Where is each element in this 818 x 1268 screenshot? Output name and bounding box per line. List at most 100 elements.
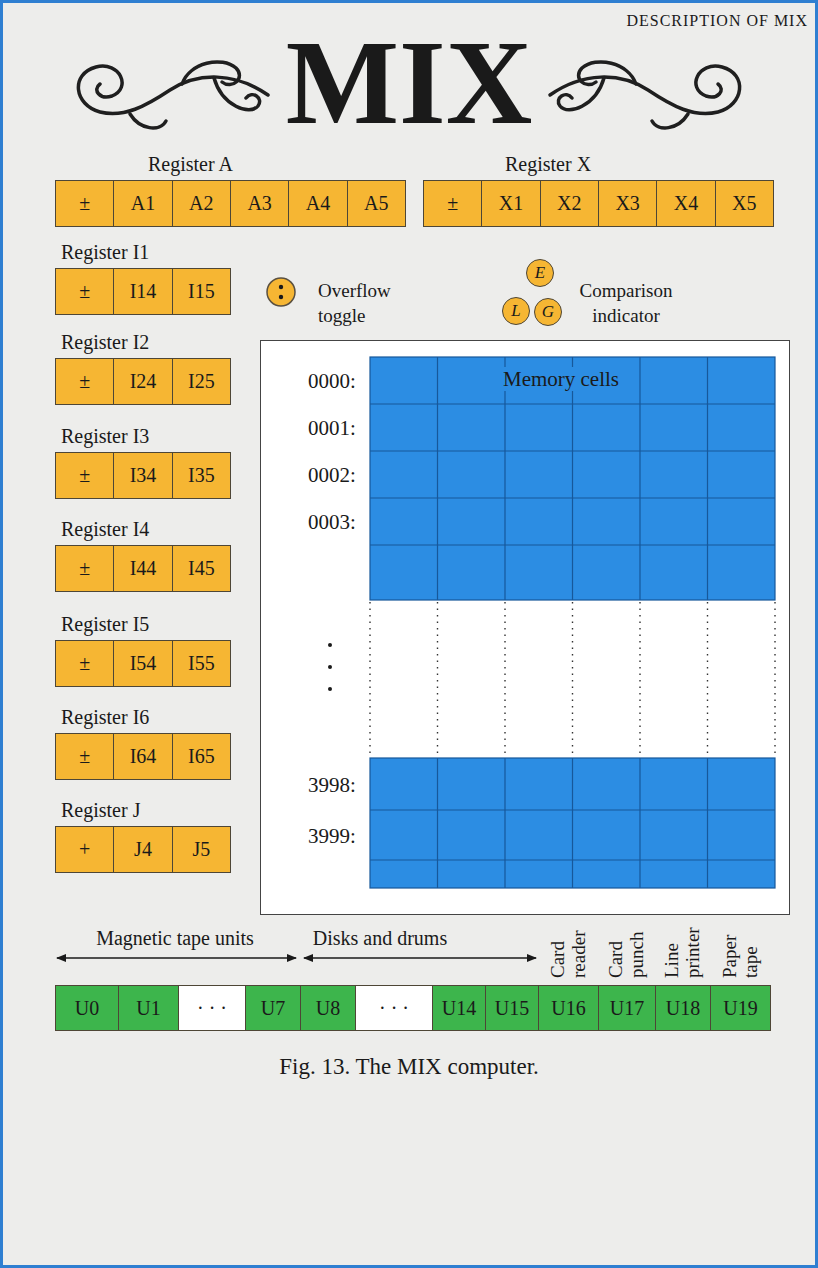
unit-range-arrow: [57, 957, 536, 958]
title-ornament: [78, 62, 268, 128]
register-byte: A3: [230, 180, 289, 227]
register-byte: I25: [172, 358, 231, 405]
register-byte: I15: [172, 268, 231, 315]
register-byte: ±: [55, 180, 114, 227]
register-byte: I54: [113, 640, 172, 687]
io-unit: · · ·: [355, 985, 433, 1031]
register-byte: I55: [172, 640, 231, 687]
register: Register I1±I14I15: [55, 240, 231, 315]
byte-label: X4: [674, 192, 698, 215]
register-byte: A2: [172, 180, 231, 227]
text-slot: 0003:: [308, 509, 372, 535]
register-byte: X4: [656, 180, 715, 227]
label-slot: Card punch: [606, 908, 646, 978]
register-name: Register A: [148, 152, 406, 176]
unit-label: U0: [75, 997, 99, 1020]
comparison-light: L: [502, 297, 530, 325]
byte-label: X5: [732, 192, 756, 215]
memory-address: 0002:: [308, 463, 356, 487]
unit-label: U14: [442, 997, 476, 1020]
byte-label: I45: [188, 557, 215, 580]
io-unit: U1: [118, 985, 179, 1031]
byte-label: I54: [130, 652, 157, 675]
device-label: Paper tape: [719, 935, 761, 978]
comparison-light: E: [526, 259, 554, 287]
register-byte: I44: [113, 545, 172, 592]
unit-label: U16: [551, 997, 585, 1020]
register: Register I3±I34I35: [55, 424, 231, 499]
register-byte: A4: [288, 180, 347, 227]
register-byte: ±: [423, 180, 482, 227]
register-byte: X3: [598, 180, 657, 227]
text-slot: 0002:: [308, 462, 372, 488]
text-slot: 0001:: [308, 415, 372, 441]
byte-label: ±: [447, 192, 458, 215]
byte-label: I65: [188, 745, 215, 768]
indicator-caption: Comparison indicator: [580, 280, 673, 326]
register-byte: J4: [113, 826, 172, 873]
text-slot: 0000:: [308, 368, 372, 394]
byte-label: X2: [557, 192, 581, 215]
overflow-toggle: [267, 278, 295, 306]
io-unit: U18: [655, 985, 711, 1031]
device-label: Line printer: [661, 927, 703, 978]
byte-label: I64: [130, 745, 157, 768]
register-byte: +: [55, 826, 114, 873]
byte-label: ±: [79, 557, 90, 580]
register-byte: ±: [55, 268, 114, 315]
memory-address: 0001:: [308, 416, 356, 440]
register: Register J+J4J5: [55, 798, 231, 873]
byte-label: A3: [247, 192, 271, 215]
io-unit: U17: [598, 985, 656, 1031]
memory-address: 3998:: [308, 773, 356, 797]
byte-label: I35: [188, 464, 215, 487]
byte-label: ±: [79, 745, 90, 768]
io-unit: U7: [245, 985, 301, 1031]
byte-label: J4: [134, 838, 152, 861]
register-byte: I24: [113, 358, 172, 405]
byte-label: I44: [130, 557, 157, 580]
running-head: DESCRIPTION OF MIX: [626, 12, 808, 29]
unit-label: U1: [136, 997, 160, 1020]
byte-label: +: [79, 838, 90, 861]
register-byte: ±: [55, 733, 114, 780]
memory-address: 0000:: [308, 369, 356, 393]
memory-grid: [328, 357, 775, 888]
io-unit: U8: [300, 985, 356, 1031]
byte-label: A2: [189, 192, 213, 215]
io-unit: · · ·: [178, 985, 246, 1031]
byte-label: I25: [188, 370, 215, 393]
caption-slot: Fig. 13. The MIX computer.: [0, 1052, 818, 1084]
title-slot: MIX: [0, 23, 818, 178]
register-byte: A1: [113, 180, 172, 227]
io-unit: U15: [485, 985, 539, 1031]
register-byte: A5: [347, 180, 406, 227]
register-byte: ±: [55, 452, 114, 499]
figure-caption: Fig. 13. The MIX computer.: [279, 1054, 539, 1079]
indicator-letter: G: [542, 302, 554, 322]
label-slot: Disks and drums: [305, 926, 455, 952]
byte-label: A4: [306, 192, 330, 215]
label-slot: Paper tape: [720, 908, 760, 978]
text-slot: Memory cells: [481, 366, 641, 392]
io-unit: U19: [710, 985, 771, 1031]
io-unit: U16: [538, 985, 599, 1031]
byte-label: X1: [499, 192, 523, 215]
memory-address: 3999:: [308, 824, 356, 848]
indicator-letter: L: [511, 301, 520, 321]
byte-label: I34: [130, 464, 157, 487]
unit-label: U19: [723, 997, 757, 1020]
register: Register A ±A1 A2 A3 A4 A5: [55, 152, 406, 227]
register: Register I4±I44I45: [55, 517, 231, 592]
register-byte: ±: [55, 545, 114, 592]
figure-title: MIX: [286, 16, 533, 149]
unit-label: U7: [261, 997, 285, 1020]
register-byte: I34: [113, 452, 172, 499]
register-name: Register X: [505, 152, 774, 176]
byte-label: I14: [130, 280, 157, 303]
io-unit: U0: [55, 985, 119, 1031]
byte-label: ±: [79, 370, 90, 393]
byte-label: ±: [79, 280, 90, 303]
